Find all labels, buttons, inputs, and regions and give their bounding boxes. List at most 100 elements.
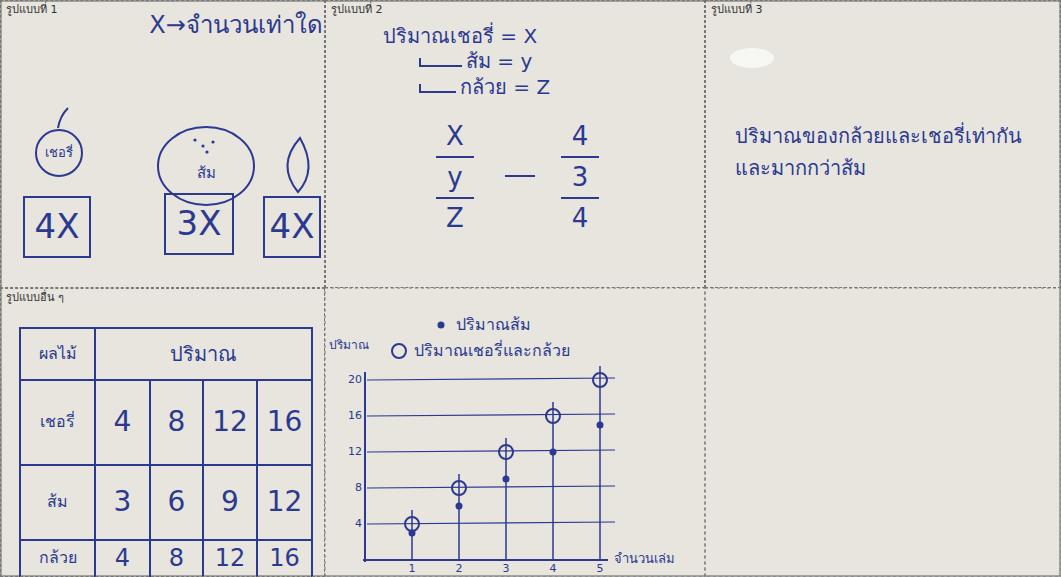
- filled-point: [597, 422, 604, 429]
- grid-line: [367, 378, 615, 380]
- panel-heading: รูปแบบที่ 2: [331, 4, 383, 17]
- grid-line: [599, 366, 601, 560]
- open-point: [546, 409, 560, 423]
- handwritten-note: X: [435, 120, 475, 154]
- table-cell: 8: [152, 542, 201, 575]
- table-cell: กล้วย: [22, 542, 93, 575]
- eraser-smudge: [730, 48, 774, 68]
- quantity-text: 3X: [177, 204, 222, 243]
- quantity-text: 4X: [35, 207, 80, 246]
- table-cell: เชอรี่: [22, 382, 93, 463]
- axis-label: 12: [336, 444, 362, 460]
- table-cell: 12: [205, 542, 255, 575]
- peel-dot: [193, 138, 196, 141]
- open-point: [405, 517, 419, 531]
- table-cell: 8: [152, 382, 201, 463]
- table-cell: 16: [259, 382, 310, 463]
- legend-symbol: [390, 342, 408, 360]
- open-point: [499, 445, 513, 459]
- panel-heading: รูปแบบที่ 3: [711, 4, 763, 17]
- open-point: [593, 373, 607, 387]
- legend-text: ปริมาณเชอรี่และกล้วย: [414, 338, 570, 363]
- data-table: [20, 328, 312, 577]
- handwritten-note: y: [435, 161, 475, 195]
- peel-dot: [201, 144, 204, 147]
- axis-label: จำนวนเล่ม: [614, 548, 702, 570]
- grid-line: [367, 450, 615, 452]
- peel-dot: [205, 150, 208, 153]
- table-cell: 9: [205, 467, 255, 538]
- quantity-box: 3X: [164, 193, 234, 255]
- axis-label: 4: [545, 562, 561, 576]
- table-cell: ปริมาณ: [97, 331, 310, 378]
- legend-row: ปริมาณเชอรี่และกล้วย: [390, 338, 570, 363]
- legend-text: ปริมาณส้ม: [456, 312, 531, 337]
- x-axis: [363, 559, 608, 561]
- ditto-mark: [420, 58, 462, 66]
- filled-point: [503, 476, 510, 483]
- axis-label: 4: [336, 516, 362, 532]
- fruit-outline: [36, 130, 82, 176]
- equals-dash: [505, 175, 535, 177]
- fraction-bar: [561, 197, 599, 199]
- table-cell: 6: [152, 467, 201, 538]
- open-point: [392, 344, 406, 358]
- peel-dot: [211, 140, 214, 143]
- table-cell: 12: [259, 467, 310, 538]
- fruit-sketch: เชอรี่: [35, 129, 83, 177]
- handwritten-note: Z: [435, 202, 475, 236]
- ditto-mark: [420, 84, 456, 92]
- handwritten-note: ปริมาณของกล้วยและเชอรี่เท่ากัน และมากกว่…: [735, 120, 1050, 200]
- fraction-bar: [436, 156, 474, 158]
- fraction-bar: [561, 156, 599, 158]
- table-cell: ผลไม้: [22, 331, 93, 378]
- axis-label: 1: [404, 562, 420, 576]
- axis-label: 3: [498, 562, 514, 576]
- handwritten-note: 4: [560, 120, 600, 154]
- axis-label: ปริมาณ: [329, 336, 381, 356]
- quantity-box: 4X: [23, 196, 91, 258]
- axis-label: 8: [336, 480, 362, 496]
- open-point: [452, 481, 466, 495]
- filled-point: [550, 449, 557, 456]
- fraction-bar: [436, 197, 474, 199]
- fruit-name: เชอรี่: [45, 146, 73, 161]
- axis-label: 20: [336, 372, 362, 388]
- table-cell: 4: [97, 542, 148, 575]
- handwritten-note: ปริมาณเชอรี่ = X: [383, 20, 593, 52]
- table-cell: 12: [205, 382, 255, 463]
- grid-line: [552, 402, 554, 560]
- panel-heading: รูปแบบที่ 1: [6, 4, 58, 17]
- table-cell: ส้ม: [22, 467, 93, 538]
- quantity-text: 4X: [270, 207, 315, 246]
- axis-label: 5: [592, 562, 608, 576]
- panel-border: [325, 288, 705, 577]
- grid-line: [367, 486, 615, 488]
- grid-line: [367, 414, 615, 416]
- grid-line: [505, 438, 507, 560]
- handwritten-note: 4: [560, 202, 600, 236]
- banana-sketch: [287, 138, 308, 192]
- panel-heading: รูปแบบอื่น ๆ: [6, 292, 65, 305]
- legend-symbol: [432, 316, 450, 334]
- cherry-stem: [58, 108, 68, 128]
- filled-point: [409, 530, 416, 537]
- line-graph: [363, 366, 615, 562]
- filled-point: [438, 321, 445, 328]
- y-axis: [364, 372, 366, 562]
- filled-point: [456, 503, 463, 510]
- quantity-box: 4X: [263, 196, 321, 258]
- legend-row: ปริมาณส้ม: [432, 312, 531, 337]
- pattern-panel: รูปแบบที่ 1 เชอรี่ส้ม 4X 3X 4X: [0, 0, 325, 288]
- axis-label: 16: [336, 408, 362, 424]
- fruit-name: ส้ม: [197, 165, 216, 182]
- panel-border: [705, 288, 1061, 577]
- grid-line: [458, 474, 460, 560]
- handwritten-note: X→จำนวนเท่าใด: [150, 8, 322, 44]
- axis-label: 2: [451, 562, 467, 576]
- table-cell: 4: [97, 382, 148, 463]
- handwritten-note: กล้วย = Z: [460, 72, 600, 102]
- handwritten-note: 3: [560, 161, 600, 195]
- handwritten-note: ส้ม = y: [466, 46, 576, 76]
